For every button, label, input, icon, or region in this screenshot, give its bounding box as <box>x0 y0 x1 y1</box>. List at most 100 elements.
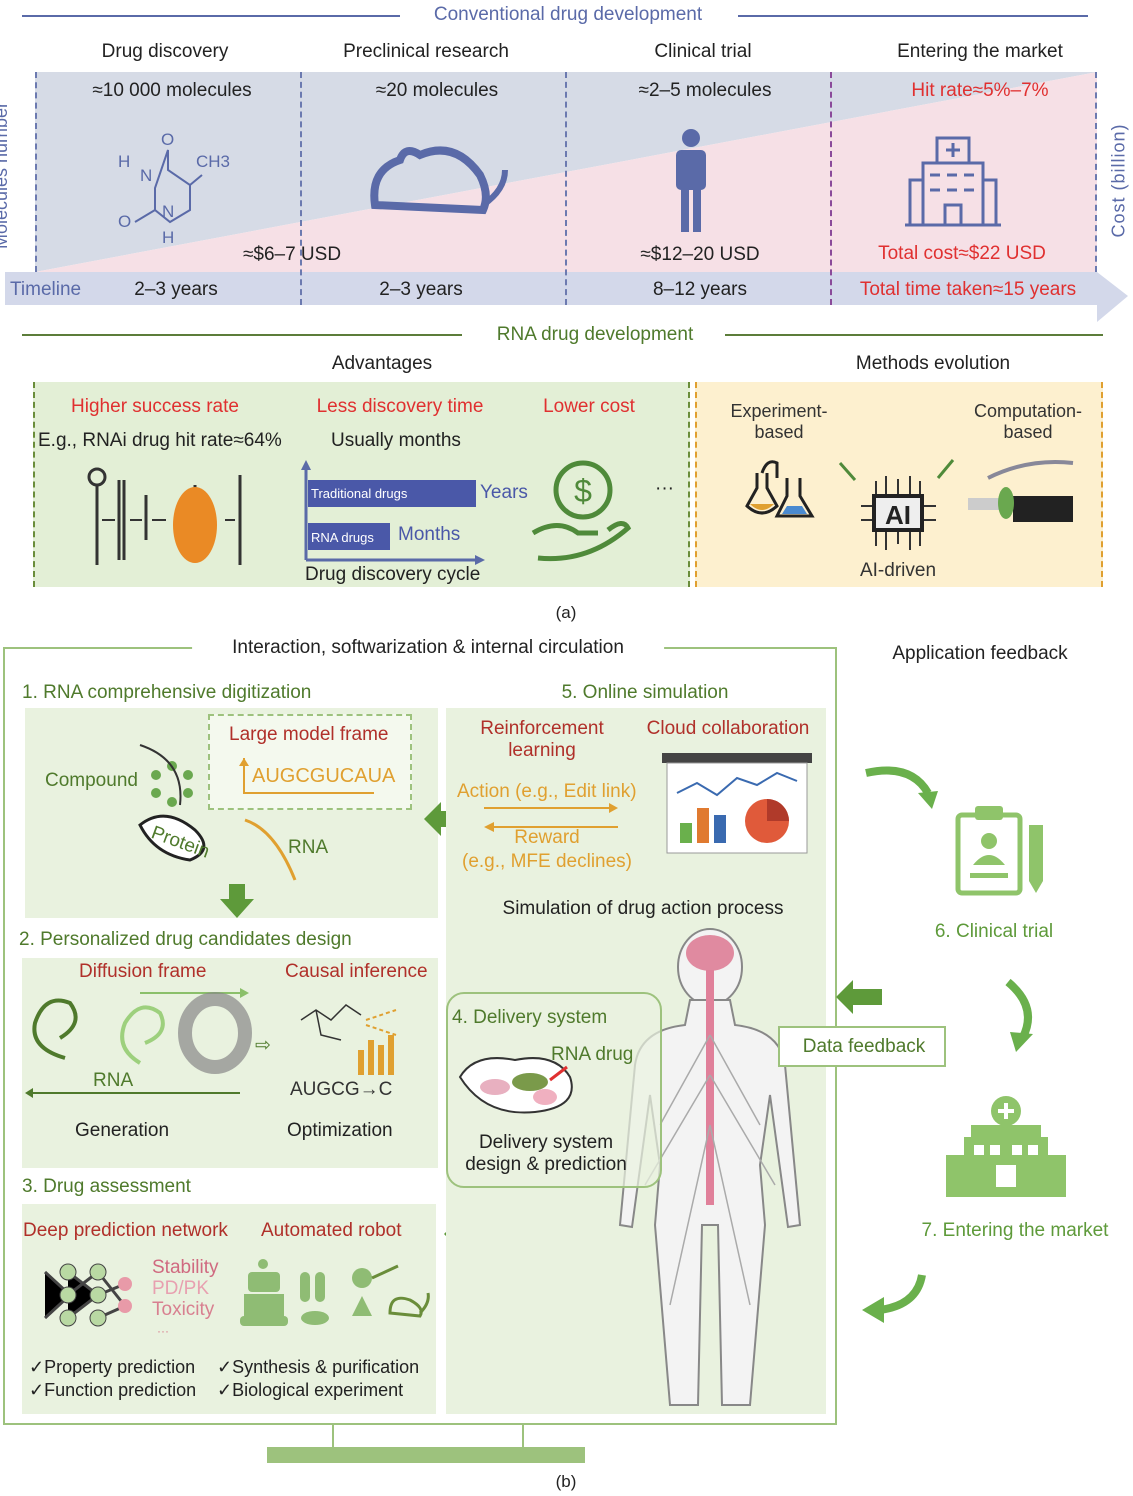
action-reward-arrows <box>484 803 618 832</box>
curved-arrow-icon <box>865 766 938 809</box>
action-label: Action (e.g., Edit link) <box>457 781 637 802</box>
prediction-property: Stability <box>152 1257 219 1278</box>
mouse-icon <box>370 146 508 215</box>
money-hand-icon: $ <box>531 460 632 562</box>
caption-b: (b) <box>555 1472 577 1491</box>
robot-lab-icon <box>240 1259 430 1326</box>
entering-market-label: 7. Entering the market <box>921 1220 1109 1241</box>
advantage-label: Lower cost <box>543 396 635 417</box>
rna-title-line <box>22 334 462 336</box>
stage-duration: 2–3 years <box>134 279 218 300</box>
frame-stand-leg <box>522 1424 524 1448</box>
clinical-trial-label: 6. Clinical trial <box>934 921 1054 942</box>
clinical-clipboard-icon <box>955 806 1043 896</box>
y-axis-right-label: Cost (billion) <box>1108 123 1129 238</box>
cloud-collaboration-label: Cloud collaboration <box>646 718 810 739</box>
automated-robot-label: Automated robot <box>261 1220 402 1241</box>
molecule-count: ≈20 molecules <box>375 80 499 101</box>
prediction-property: PD/PK <box>152 1278 210 1299</box>
rnai-hit-rate: E.g., RNAi drug hit rate≈64% <box>38 430 282 451</box>
bar-value-months: Months <box>398 524 461 545</box>
atom-label: O <box>118 212 132 231</box>
check-item: ✓Biological experiment <box>217 1380 404 1400</box>
hospital-market-icon <box>946 1096 1066 1197</box>
rna-sequence: AUGCGUCAUA <box>252 765 396 787</box>
ai-chip-icon <box>861 476 936 550</box>
prediction-property: Toxicity <box>152 1299 215 1320</box>
bar-label-traditional: Traditional drugs <box>311 486 408 501</box>
stage-divider <box>565 72 567 305</box>
stage-cost: ≈$6–7 USD <box>242 244 342 265</box>
experiment-based-label: Experiment- based <box>730 401 828 442</box>
atom-label: CH3 <box>196 152 231 171</box>
neural-network-icon <box>43 1263 132 1327</box>
left-arrow-icon <box>836 980 882 1014</box>
section-3-title: 3. Drug assessment <box>22 1176 191 1197</box>
conventional-title-line <box>22 15 400 17</box>
large-model-frame-label: Large model frame <box>229 724 389 745</box>
human-body-icon <box>618 928 802 1406</box>
atom-label: H <box>118 152 131 171</box>
methods-title: Methods evolution <box>855 353 1011 374</box>
prediction-property: ··· <box>157 1324 169 1338</box>
reward-label: Reward <box>514 827 580 848</box>
stage-header: Drug discovery <box>101 41 229 62</box>
compound-ring-icon <box>151 761 193 807</box>
simulation-label: Simulation of drug action process <box>502 898 784 919</box>
ai-arrows-icon <box>838 459 955 481</box>
bar-value-years: Years <box>480 482 528 503</box>
stage-header: Entering the market <box>897 41 1063 62</box>
atom-label: H <box>162 228 175 247</box>
lab-flask-icon <box>745 460 815 518</box>
stage-divider <box>35 72 37 272</box>
section-5-title: 5. Online simulation <box>561 682 729 703</box>
usually-months: Usually months <box>331 430 461 451</box>
stage-cost: ≈$12–20 USD <box>640 244 760 265</box>
frame-stand-leg <box>332 1424 334 1448</box>
stage-duration: 2–3 years <box>379 279 463 300</box>
advantage-label: Less discovery time <box>316 396 484 417</box>
timeline-label: Timeline <box>10 279 82 300</box>
atom-label: N <box>162 202 175 221</box>
data-feedback-label: Data feedback <box>802 1036 926 1057</box>
rna-drug-label: RNA drug <box>551 1044 634 1065</box>
stage-header: Preclinical research <box>343 41 509 62</box>
application-feedback-label: Application feedback <box>892 643 1068 664</box>
ai-driven-label: AI-driven <box>859 560 937 581</box>
conventional-title-line <box>738 15 1088 17</box>
rna-label: RNA <box>288 837 329 858</box>
curved-arrow-icon <box>862 1274 926 1323</box>
deep-prediction-network-label: Deep prediction network <box>23 1220 228 1241</box>
down-arrow-icon <box>220 884 254 918</box>
curved-arrow-icon <box>1005 978 1033 1052</box>
reinforcement-learning-label: Reinforcement learning <box>480 718 604 761</box>
check-item: ✓Property prediction <box>29 1357 196 1377</box>
optimization-label: Optimization <box>287 1120 393 1141</box>
rnai-mechanism-icon <box>87 467 242 565</box>
conventional-title: Conventional drug development <box>433 4 703 25</box>
atom-label: N <box>140 166 153 185</box>
molecule-count: ≈10 000 molecules <box>92 80 252 101</box>
diffusion-frame-label: Diffusion frame <box>79 961 207 982</box>
compound-label: Compound <box>45 770 138 791</box>
dashboard-board-icon <box>662 753 812 854</box>
y-axis-left-label: Molecules number <box>0 101 12 250</box>
rna-label: RNA <box>93 1070 134 1091</box>
arrow-right-icon: ⇨ <box>255 1035 271 1056</box>
more-advantages-ellipsis: ··· <box>655 478 674 499</box>
section-2-title: 2. Personalized drug candidates design <box>19 929 352 950</box>
stage-duration: 8–12 years <box>652 279 748 300</box>
bar-label-rna: RNA drugs <box>311 530 374 545</box>
section-4-title: 4. Delivery system <box>452 1007 608 1028</box>
diffusion-generation-icon <box>25 988 252 1098</box>
person-icon <box>676 129 706 232</box>
data-feedback-box <box>778 1026 946 1067</box>
discovery-cycle-chart <box>301 460 485 565</box>
total-time: Total time taken≈15 years <box>859 279 1077 300</box>
hospital-icon <box>905 136 1001 227</box>
computation-based-label: Computation- based <box>973 401 1083 442</box>
stage-divider <box>1095 72 1097 272</box>
molecule-count: ≈2–5 molecules <box>638 80 772 101</box>
hit-rate: Hit rate≈5%–7% <box>911 80 1049 101</box>
advantage-label: Higher success rate <box>71 396 239 417</box>
